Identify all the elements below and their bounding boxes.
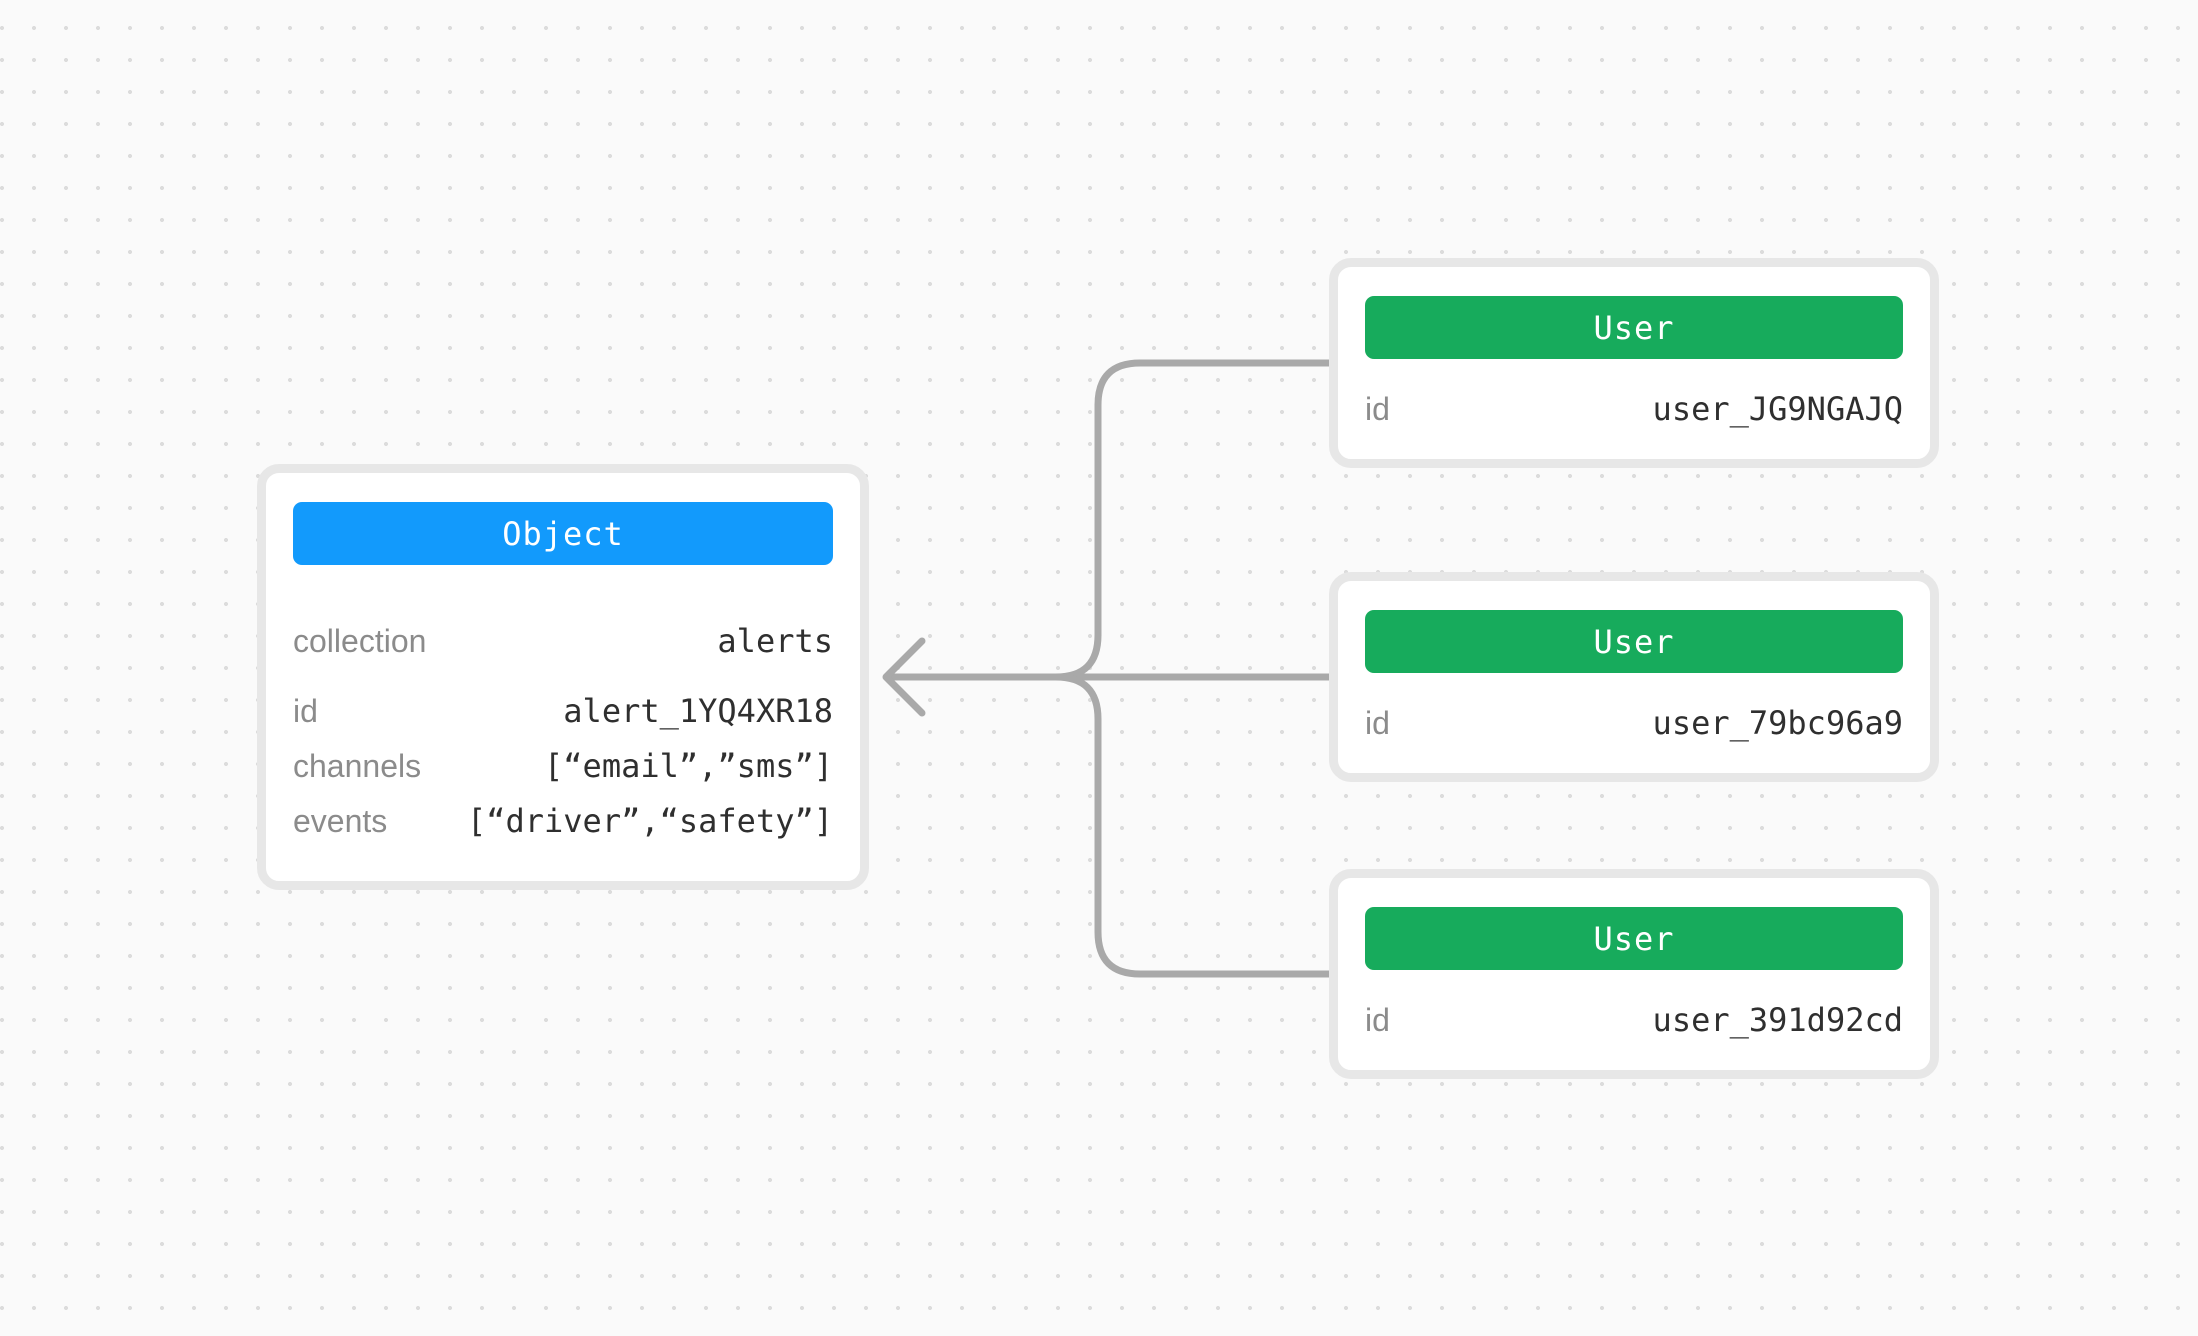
field-value: user_JG9NGAJQ: [1652, 390, 1903, 428]
field-label: id: [1365, 1002, 1390, 1038]
field-value: [“email”,”sms”]: [544, 747, 833, 785]
user-card-header-label: User: [1593, 919, 1675, 958]
field-label: channels: [293, 748, 422, 784]
field-value: [“driver”,“safety”]: [466, 802, 833, 840]
field-row-id: id alert_1YQ4XR18: [293, 691, 833, 731]
field-label: id: [1365, 705, 1390, 741]
field-row-id: id user_79bc96a9: [1365, 703, 1903, 743]
field-value: alert_1YQ4XR18: [563, 692, 833, 730]
field-value: user_391d92cd: [1652, 1001, 1903, 1039]
field-row-collection: collection alerts: [293, 621, 833, 661]
field-row-id: id user_JG9NGAJQ: [1365, 389, 1903, 429]
node-object-card[interactable]: Object collection alerts id alert_1YQ4XR…: [257, 464, 869, 890]
user-card-header: User: [1365, 610, 1903, 673]
field-label: events: [293, 803, 388, 839]
object-card-header: Object: [293, 502, 833, 565]
field-row-id: id user_391d92cd: [1365, 1000, 1903, 1040]
edge-user3-to-object: [883, 673, 1334, 978]
user-card-header: User: [1365, 296, 1903, 359]
field-label: id: [293, 693, 318, 729]
field-row-channels: channels [“email”,”sms”]: [293, 746, 833, 786]
node-user-card-2[interactable]: User id user_79bc96a9: [1329, 572, 1939, 782]
field-value: user_79bc96a9: [1652, 704, 1903, 742]
edge-user1-to-object: [883, 359, 1334, 681]
user-card-header-label: User: [1593, 308, 1675, 347]
field-row-events: events [“driver”,“safety”]: [293, 801, 833, 841]
field-value: alerts: [717, 622, 833, 660]
user-card-header-label: User: [1593, 622, 1675, 661]
node-user-card-3[interactable]: User id user_391d92cd: [1329, 869, 1939, 1079]
field-label: id: [1365, 391, 1390, 427]
left-arrow-icon: [882, 637, 926, 717]
node-user-card-1[interactable]: User id user_JG9NGAJQ: [1329, 258, 1939, 468]
object-card-header-label: Object: [502, 514, 624, 553]
user-card-header: User: [1365, 907, 1903, 970]
field-label: collection: [293, 623, 427, 659]
